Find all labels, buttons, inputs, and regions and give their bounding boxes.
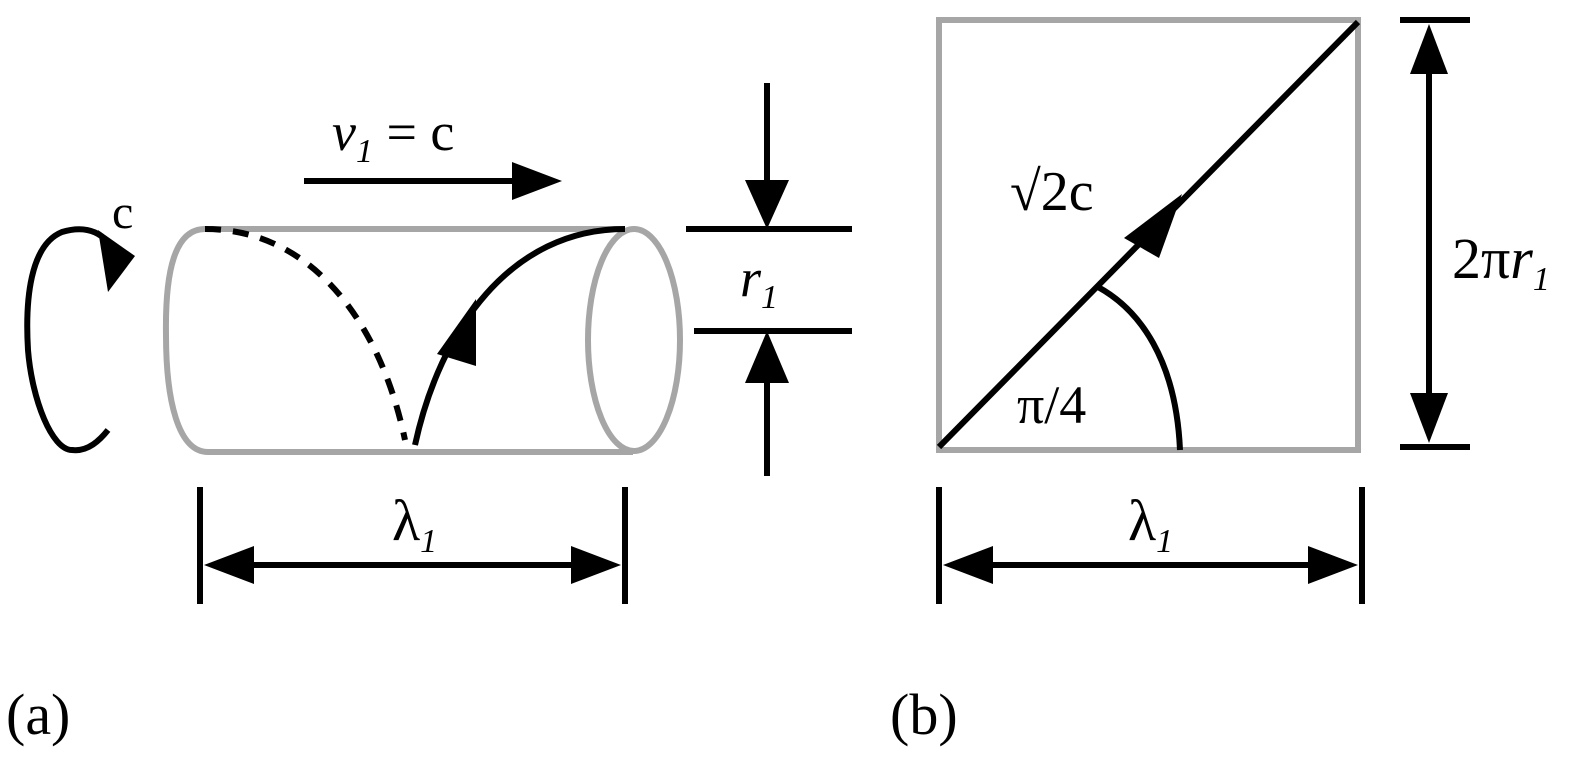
diagonal-arrowhead — [1124, 194, 1182, 258]
panel-a: c v1 = c r1 — [6, 83, 852, 747]
cylinder — [162, 226, 683, 455]
helix-visible-path — [412, 226, 626, 446]
radius-label: r1 — [740, 248, 778, 316]
rotation-arrow — [24, 226, 135, 454]
angle-arc — [1096, 284, 1183, 451]
radius-indicator — [686, 83, 852, 476]
velocity-label: v1 = c — [332, 102, 454, 170]
wavelength-dimension-b — [936, 487, 1365, 604]
height-dimension — [1400, 17, 1470, 450]
angle-label: π/4 — [1017, 375, 1086, 435]
height-label: 2πr1 — [1452, 226, 1550, 298]
helix-direction-arrowhead — [437, 299, 476, 366]
diagonal-speed-label: √2c — [1010, 161, 1094, 223]
wavelength-dimension-a — [197, 487, 628, 604]
velocity-arrow — [304, 162, 562, 200]
helix-hidden-path — [204, 226, 408, 441]
panel-b-label: (b) — [890, 682, 958, 747]
wavelength-label-a: λ1 — [392, 488, 437, 560]
panel-a-label: (a) — [6, 682, 70, 747]
unrolled-rectangle — [936, 17, 1361, 453]
cylinder-end-ellipse — [585, 226, 683, 454]
panel-b: √2c π/4 2πr1 λ1 (b) — [890, 17, 1550, 747]
wavelength-label-b: λ1 — [1128, 488, 1173, 560]
rotation-speed-label: c — [112, 186, 133, 239]
